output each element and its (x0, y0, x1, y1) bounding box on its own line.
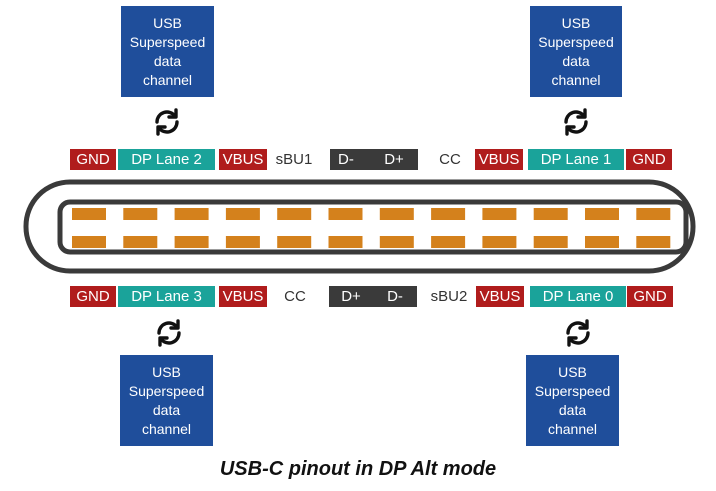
contact-top (225, 208, 260, 220)
box-line: Superspeed (129, 33, 206, 50)
contact-bottom (482, 236, 517, 248)
pin-gnd-bottom-right: GND (627, 286, 673, 307)
pin-vbus-top-right: VBUS (475, 149, 523, 170)
sync-icon (566, 319, 590, 347)
contact-top (636, 208, 671, 220)
contact-top (585, 208, 619, 220)
box-line: channel (551, 71, 601, 88)
pin-d-minus-bottom: D- (373, 286, 417, 307)
pin-vbus-bottom-right: VBUS (476, 286, 524, 307)
pin-dp-lane-0: DP Lane 0 (530, 286, 626, 307)
box-line: Superspeed (534, 382, 611, 399)
contact-bottom (123, 236, 158, 248)
contact-top (72, 208, 106, 220)
contact-bottom (636, 236, 671, 248)
usb-superspeed-box-bottom-right: USB Superspeed data channel (526, 355, 619, 446)
pin-dp-lane-3: DP Lane 3 (118, 286, 215, 307)
sync-icon (157, 319, 181, 347)
box-line: channel (141, 420, 192, 437)
usb-superspeed-box-top-right: USB Superspeed data channel (530, 6, 622, 97)
contact-top (328, 208, 363, 220)
contact-bottom (585, 236, 619, 248)
contact-bottom (72, 236, 106, 248)
usb-superspeed-box-bottom-left: USB Superspeed data channel (120, 355, 213, 446)
pin-dp-lane-2: DP Lane 2 (118, 149, 215, 170)
box-line: USB (152, 363, 181, 380)
box-line: data (558, 401, 587, 418)
pin-gnd-bottom-left: GND (70, 286, 116, 307)
contact-top (431, 208, 466, 220)
pin-vbus-top-left: VBUS (219, 149, 267, 170)
box-line: data (152, 401, 181, 418)
box-line: USB (153, 14, 182, 31)
contact-bottom (533, 236, 568, 248)
contact-bottom (277, 236, 312, 248)
pin-d-plus-top: D+ (370, 149, 418, 170)
contact-top (533, 208, 568, 220)
sync-icon (564, 108, 588, 136)
pin-sbu2: sBU2 (430, 288, 468, 305)
contact-top (379, 208, 414, 220)
box-line: channel (547, 420, 598, 437)
connector-outer-shell (23, 179, 696, 274)
pin-d-plus-bottom: D+ (329, 286, 373, 307)
contact-top (174, 208, 209, 220)
pin-cc-top: CC (439, 151, 461, 168)
pin-cc-bottom: CC (284, 288, 306, 305)
box-line: data (562, 52, 590, 69)
box-line: USB (561, 14, 591, 31)
contact-bottom (379, 236, 414, 248)
contact-bottom (174, 236, 209, 248)
pin-dp-lane-1: DP Lane 1 (528, 149, 624, 170)
box-line: channel (142, 71, 193, 88)
contact-top (277, 208, 312, 220)
contact-bottom (225, 236, 260, 248)
contact-top (482, 208, 517, 220)
box-line: USB (558, 363, 587, 380)
pin-d-minus-top: D- (330, 149, 370, 170)
contacts (72, 208, 671, 248)
pin-gnd-top-right: GND (626, 149, 672, 170)
box-line: Superspeed (128, 382, 205, 399)
pin-gnd-top-left: GND (70, 149, 116, 170)
box-line: data (153, 52, 182, 69)
sync-icon (155, 108, 179, 136)
contact-bottom (328, 236, 363, 248)
box-line: Superspeed (538, 33, 614, 50)
connector-tongue (57, 199, 689, 255)
diagram-caption: USB-C pinout in DP Alt mode (219, 458, 497, 480)
pin-sbu1: sBU1 (275, 151, 313, 168)
contact-top (123, 208, 158, 220)
contact-bottom (431, 236, 466, 248)
usb-superspeed-box-top-left: USB Superspeed data channel (121, 6, 214, 97)
pin-vbus-bottom-left: VBUS (219, 286, 267, 307)
